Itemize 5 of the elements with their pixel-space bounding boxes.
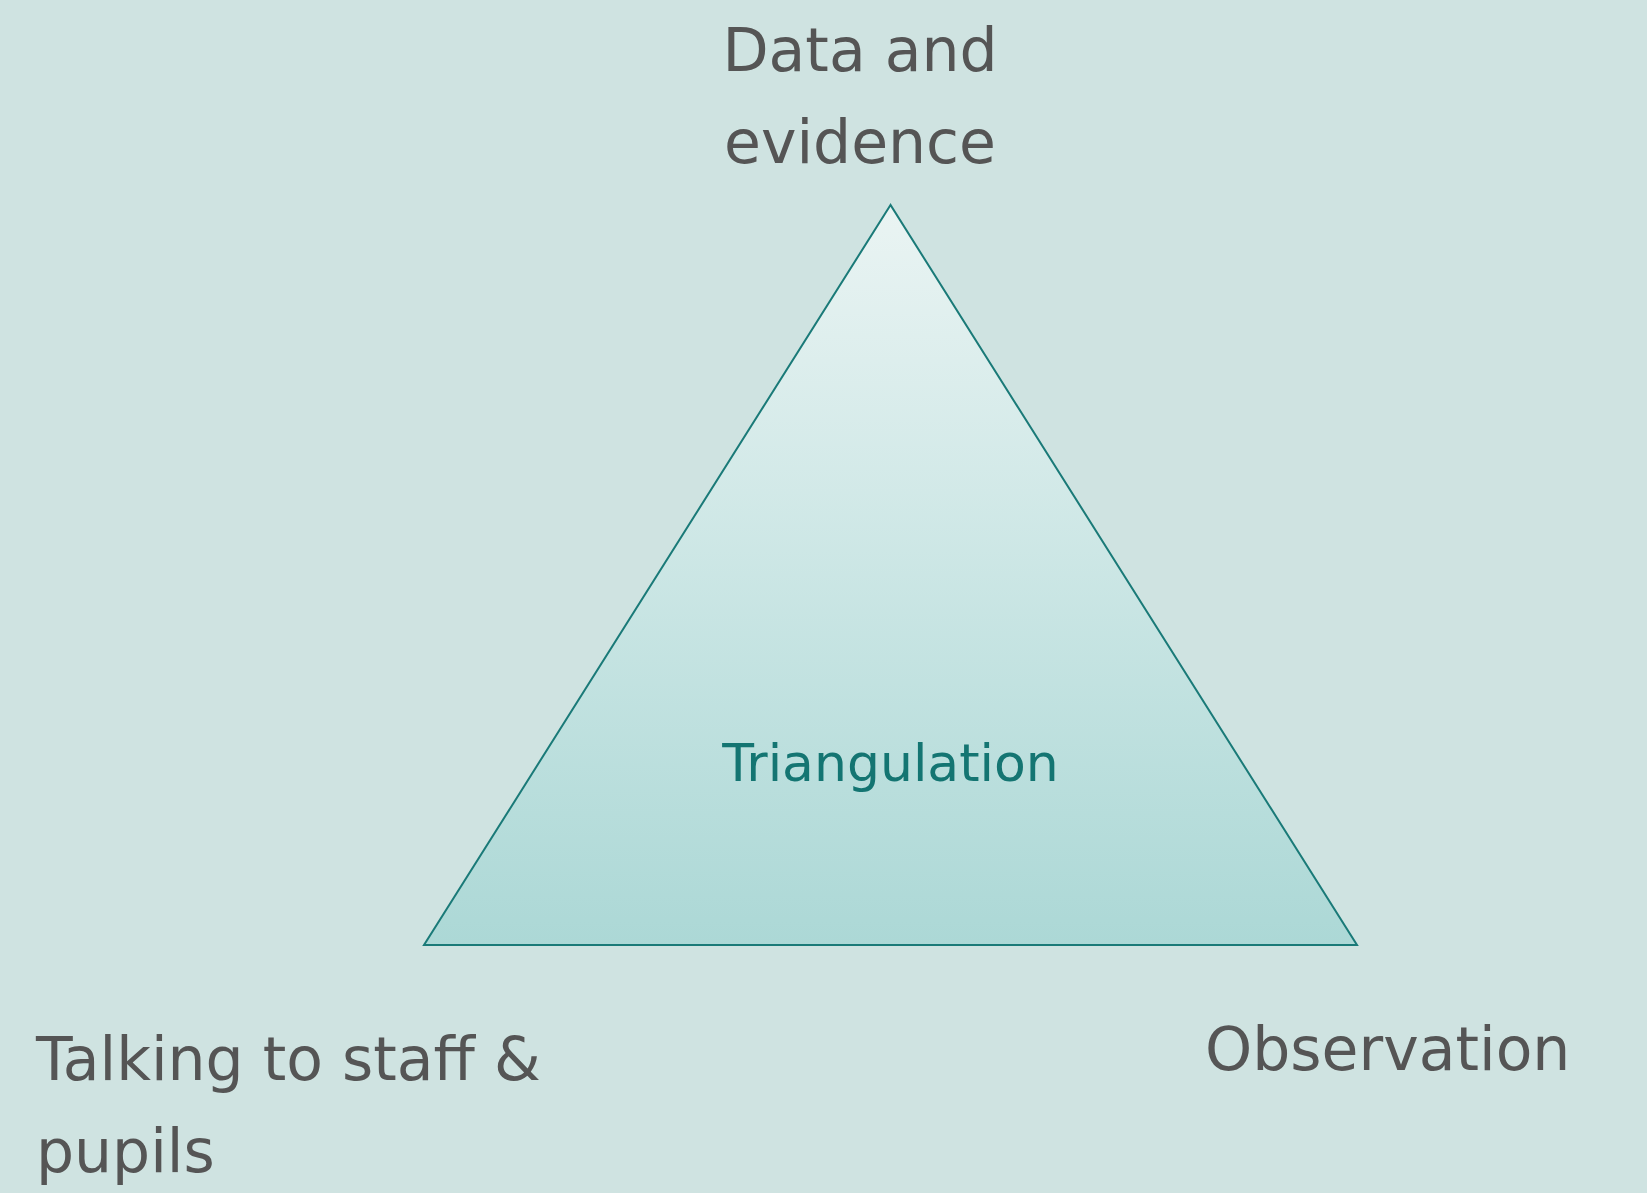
- corner-label: Data and evidence: [721, 14, 999, 179]
- corner-label: Talking to staff & pupils: [36, 1023, 542, 1188]
- triangle: [422, 203, 1359, 947]
- triangle-label: Triangulation: [721, 732, 1060, 795]
- corner-label: Observation: [1205, 1013, 1572, 1086]
